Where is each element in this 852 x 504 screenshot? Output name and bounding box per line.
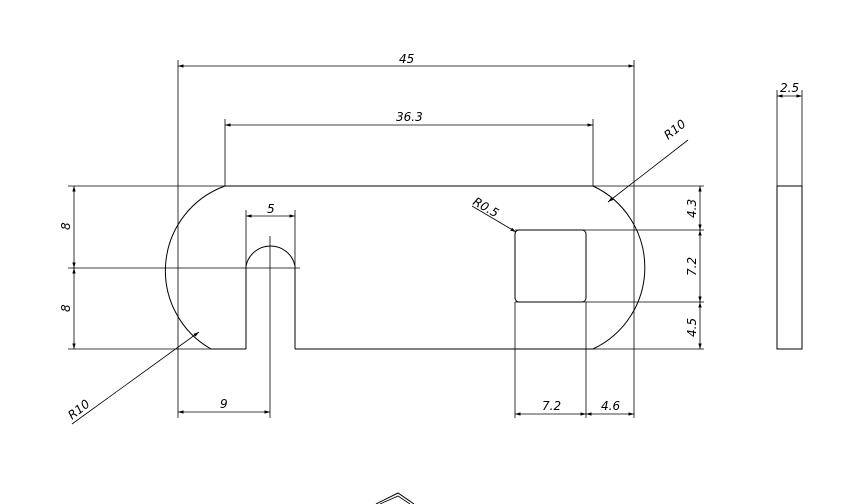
dim-right-bottom: 4.5 <box>685 318 699 337</box>
dim-slot-offset: 9 <box>220 397 228 411</box>
dim-square-right: 4.6 <box>601 399 620 413</box>
callout-corner-radius: R0.5 <box>471 194 502 220</box>
square-cutout <box>514 229 587 303</box>
dim-top-flat: 36.3 <box>396 110 423 124</box>
dim-thickness: 2.5 <box>780 81 799 95</box>
dimension-lines: 45 36.3 5 8 8 9 4.3 7.2 4.5 7.2 4.6 <box>59 52 702 416</box>
extension-lines <box>68 60 704 418</box>
dim-overall-length: 45 <box>399 52 414 66</box>
dim-slot-width: 5 <box>267 202 275 216</box>
callout-right-radius: R10 <box>661 117 689 143</box>
partial-view-fragment <box>375 492 415 504</box>
dim-left-lower: 8 <box>59 304 73 312</box>
dim-square-vertical: 7.2 <box>685 257 699 276</box>
dim-left-upper: 8 <box>59 222 73 230</box>
radius-callouts: R10 R10 R0.5 <box>65 117 689 425</box>
dim-right-top: 4.3 <box>685 199 699 218</box>
dim-square-horizontal: 7.2 <box>542 399 561 413</box>
part-outline <box>164 185 646 350</box>
side-view: 2.5 <box>776 81 803 350</box>
